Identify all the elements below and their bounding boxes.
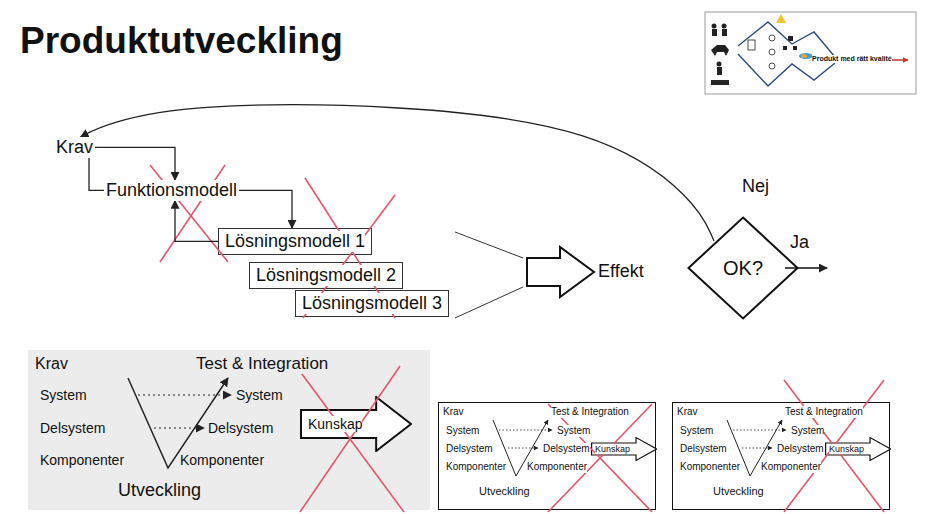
panel-text: Komponenter [680,461,740,473]
panel-text: System [446,425,479,437]
panel-text: Delsystem [543,443,590,455]
arrow-outline [826,438,891,461]
panel-text: Test & Integration [785,406,863,418]
connectors [81,105,715,241]
panel-text: Komponenter [180,452,264,468]
edge-label: Nej [742,176,769,197]
solution-box: Lösningsmodell 3 [295,290,449,317]
panel-text: Delsystem [777,443,824,455]
panel-text: System [236,387,283,403]
node-text: Kunskap [829,444,864,454]
slide-title: Produktutveckling [20,20,343,63]
panel-text: Test & Integration [196,354,328,374]
node-text: Lösningsmodell 3 [302,293,442,314]
panel-text: System [557,425,590,437]
v-model-panel: Krav Test & IntegrationSystem SystemDelsys… [438,402,656,510]
flow-arrow [95,147,175,180]
knowledge-arrow: Kunskap [591,437,657,461]
panel-text: Krav [35,355,68,373]
panel-text: Delsystem [446,443,493,455]
panel-text: System [40,387,87,403]
v-model-lines [493,420,552,476]
panel-text: Komponenter [446,461,506,473]
solution-box: Lösningsmodell 2 [249,262,403,289]
panel-text: Utveckling [479,485,530,498]
panel-text: Komponenter [527,461,587,473]
panel-text: Krav [443,406,464,418]
panel-text: Komponenter [761,461,821,473]
process-thumbnail [705,12,916,94]
panel-text: Utveckling [118,480,201,501]
panel-text: Utveckling [713,485,764,498]
thumbnail-funnel [738,22,835,57]
panel-text: Krav [677,406,698,418]
panel-text: Delsystem [208,420,273,436]
converge-lines [455,232,523,318]
diamond-outline [689,218,798,319]
node-text: Krav [54,137,95,158]
v-model-lines [128,378,231,468]
node-text: Kunskap [595,444,630,454]
feedback-arrow [81,105,715,241]
node-text: OK? [723,257,763,280]
v-model-panel: Krav Test & IntegrationSystem SystemDelsys… [672,402,890,510]
effect-arrow [527,247,594,297]
thumbnail-warning [776,14,786,23]
strike-cross [150,165,884,512]
thumbnail-blob [799,53,813,59]
decision-diamond: OK? [687,216,799,320]
solution-box: Lösningsmodell 1 [218,228,372,255]
flow-arrow [239,190,292,228]
arrow-outline [301,397,411,451]
v-model-lines [727,420,786,476]
function-model-label: Funktionsmodell [104,180,239,201]
knowledge-arrow: Kunskap [825,437,891,461]
panel-text: Test & Integration [551,406,629,418]
node-text: Lösningsmodell 2 [256,265,396,286]
thumbnail-label: Produkt med rätt kvalité [812,55,892,63]
panel-text: Komponenter [40,452,124,468]
panel-text: Delsystem [40,420,105,436]
flow-arrow [89,158,104,191]
flow-arrow [175,201,218,242]
thumbnail-blob [801,54,807,58]
yes-arrow [785,267,827,269]
knowledge-arrow: Kunskap [300,396,412,452]
yes-label: Ja [790,232,809,253]
v-model-panel: Krav Test & IntegrationSystem SystemDelsys… [28,350,430,510]
panel-text: Delsystem [680,443,727,455]
node-text: Funktionsmodell [104,180,239,201]
node-text: Kunskap [308,416,362,432]
node-text: Lösningsmodell 1 [225,231,365,252]
panel-text: System [791,425,824,437]
panel-text: System [680,425,713,437]
arrow-outline [592,438,657,461]
requirement-label: Krav [54,137,95,158]
effect-label: Effekt [598,261,644,282]
thumbnail-frame [705,12,916,94]
